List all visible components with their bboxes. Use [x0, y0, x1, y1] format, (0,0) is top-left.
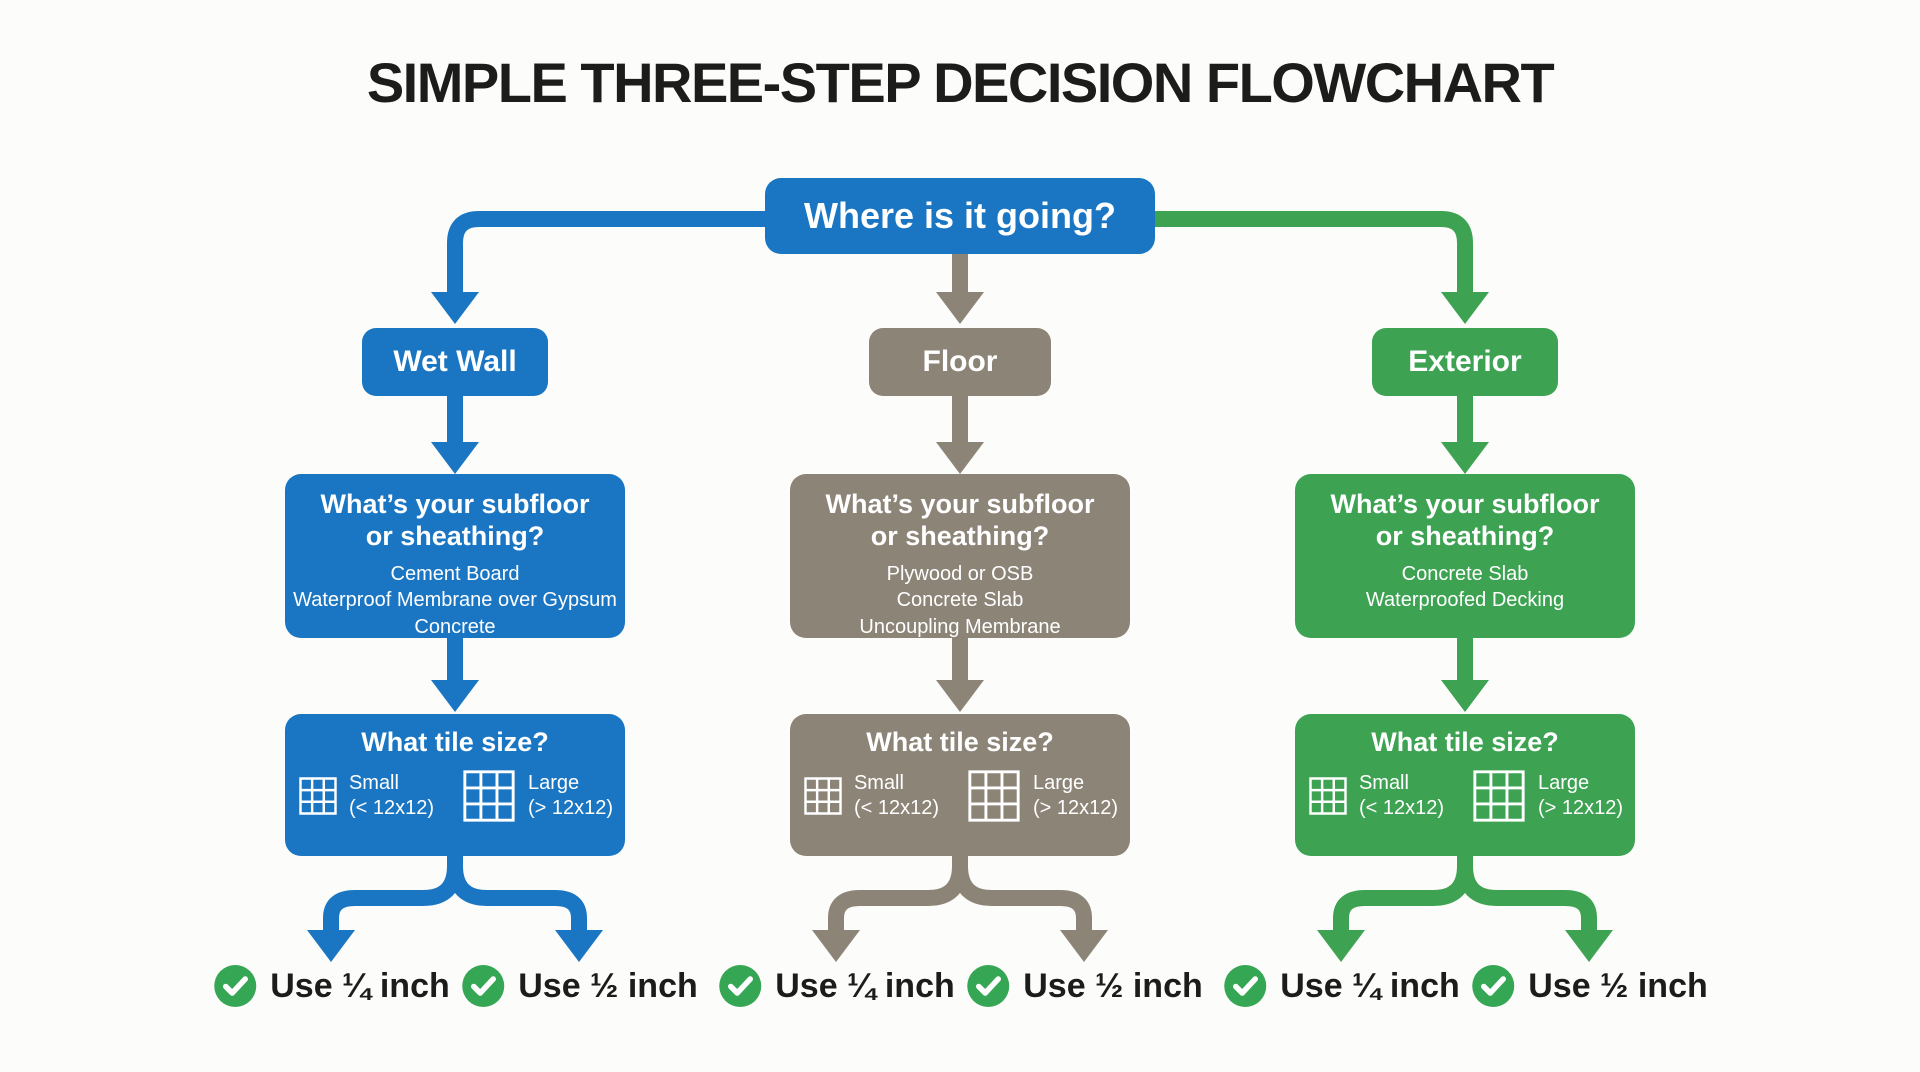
tile-grid-large-icon — [968, 770, 1020, 823]
tile-option-label: Large — [1538, 772, 1590, 795]
tile-option-size: (> 12x12) — [1033, 797, 1119, 820]
tile-grid-large-icon — [463, 770, 515, 823]
tile-size-options: Small (< 12x12) Large (> 12x12) — [790, 767, 1130, 825]
tile-option-small: Small (< 12x12) — [802, 771, 939, 821]
tile-size-box-floor: What tile size? Small (< 12x12) Large (>… — [790, 714, 1130, 856]
floor-down-arrows — [812, 396, 1108, 962]
tile-grid-small-icon — [804, 777, 842, 816]
tile-option-size: (> 12x12) — [1538, 797, 1624, 820]
root-question-label: Where is it going? — [804, 195, 1116, 236]
tile-option-text: Small (< 12x12) — [854, 771, 939, 821]
exterior-down-arrows — [1317, 396, 1613, 962]
branch-box-floor: Floor — [869, 328, 1051, 396]
tile-size-box-wet-wall: What tile size? Small (< 12x12) Large (>… — [285, 714, 625, 856]
outcome-label: Use ½ inch — [1528, 966, 1708, 1005]
subfloor-option: Waterproof Membrane over Gypsum — [293, 589, 617, 612]
root-to-exterior-arrow — [1152, 211, 1489, 324]
tile-option-size: (< 12x12) — [348, 797, 434, 820]
tile-option-text: Large (> 12x12) — [1538, 771, 1623, 821]
check-icon — [967, 965, 1010, 1007]
subfloor-question: What’s your subfloor or sheathing? — [825, 489, 1095, 552]
subfloor-option: Concrete Slab — [1401, 562, 1529, 585]
tile-option-text: Small (< 12x12) — [1359, 771, 1444, 821]
outcome-label: Use ½ inch — [518, 966, 698, 1005]
tile-size-box-exterior: What tile size? Small (< 12x12) Large (>… — [1295, 714, 1635, 856]
outcome-quarter-inch: Use ¼ inch — [212, 963, 450, 1009]
subfloor-box-exterior: What’s your subfloor or sheathing? Concr… — [1295, 474, 1635, 638]
check-icon — [214, 965, 257, 1007]
outcome-label: Use ¼ inch — [270, 966, 450, 1005]
root-to-floor-arrow — [936, 250, 984, 324]
wet-wall-down-arrows — [307, 396, 603, 962]
tile-grid-small-icon — [299, 777, 337, 816]
branch-box-wet-wall: Wet Wall — [362, 328, 548, 396]
check-icon — [462, 965, 505, 1007]
tile-size-question: What tile size? — [866, 727, 1054, 757]
branch-label: Floor — [922, 345, 998, 378]
tile-option-text: Small (< 12x12) — [349, 771, 434, 821]
branch-label: Exterior — [1408, 345, 1522, 378]
subfloor-box-floor: What’s your subfloor or sheathing? Plywo… — [790, 474, 1130, 638]
outcome-half-inch: Use ½ inch — [1470, 963, 1708, 1009]
outcome-half-inch: Use ½ inch — [460, 963, 698, 1009]
root-question-box: Where is it going? — [765, 178, 1155, 254]
subfloor-box-wet-wall: What’s your subfloor or sheathing? Cemen… — [285, 474, 625, 638]
tile-option-label: Small — [1358, 772, 1409, 795]
tile-option-size: (> 12x12) — [528, 797, 614, 820]
outcome-label: Use ½ inch — [1023, 966, 1203, 1005]
check-icon — [1224, 965, 1267, 1007]
tile-option-large: Large (> 12x12) — [965, 767, 1118, 825]
branch-label: Wet Wall — [393, 345, 517, 378]
subfloor-option: Cement Board — [390, 562, 520, 585]
tile-option-text: Large (> 12x12) — [1033, 771, 1118, 821]
subfloor-option: Concrete — [414, 615, 496, 638]
tile-size-question: What tile size? — [361, 727, 549, 757]
tile-option-label: Large — [1033, 772, 1085, 795]
tile-option-text: Large (> 12x12) — [528, 771, 613, 821]
tile-option-large: Large (> 12x12) — [460, 767, 613, 825]
subfloor-option: Plywood or OSB — [886, 562, 1034, 585]
tile-grid-large-icon — [1473, 770, 1525, 823]
tile-size-options: Small (< 12x12) Large (> 12x12) — [1295, 767, 1635, 825]
outcome-quarter-inch: Use ¼ inch — [717, 963, 955, 1009]
tile-option-large: Large (> 12x12) — [1470, 767, 1623, 825]
outcome-label: Use ¼ inch — [1280, 966, 1460, 1005]
branch-box-exterior: Exterior — [1372, 328, 1558, 396]
tile-size-question: What tile size? — [1371, 727, 1559, 757]
root-to-wet-wall-arrow — [431, 211, 768, 324]
check-icon — [719, 965, 762, 1007]
subfloor-options: Plywood or OSB Concrete Slab Uncoupling … — [859, 561, 1060, 640]
tile-option-size: (< 12x12) — [853, 797, 939, 820]
tile-grid-small-icon — [1309, 777, 1347, 816]
tile-option-label: Small — [853, 772, 904, 795]
outcome-half-inch: Use ½ inch — [965, 963, 1203, 1009]
subfloor-option: Waterproofed Decking — [1365, 589, 1565, 612]
page-title: SIMPLE THREE-STEP DECISION FLOWCHART — [366, 51, 1555, 114]
subfloor-options: Concrete Slab Waterproofed Decking — [1366, 561, 1564, 614]
tile-option-size: (< 12x12) — [1358, 797, 1444, 820]
tile-size-options: Small (< 12x12) Large (> 12x12) — [285, 767, 625, 825]
subfloor-question: What’s your subfloor or sheathing? — [320, 489, 590, 552]
tile-option-small: Small (< 12x12) — [297, 771, 434, 821]
tile-option-small: Small (< 12x12) — [1307, 771, 1444, 821]
subfloor-option: Concrete Slab — [896, 589, 1024, 612]
subfloor-question: What’s your subfloor or sheathing? — [1330, 489, 1600, 552]
subfloor-option: Uncoupling Membrane — [859, 615, 1061, 638]
subfloor-options: Cement Board Waterproof Membrane over Gy… — [293, 561, 617, 640]
check-icon — [1472, 965, 1515, 1007]
outcome-quarter-inch: Use ¼ inch — [1222, 963, 1460, 1009]
tile-option-label: Large — [528, 772, 580, 795]
tile-option-label: Small — [348, 772, 399, 795]
outcome-label: Use ¼ inch — [775, 966, 955, 1005]
